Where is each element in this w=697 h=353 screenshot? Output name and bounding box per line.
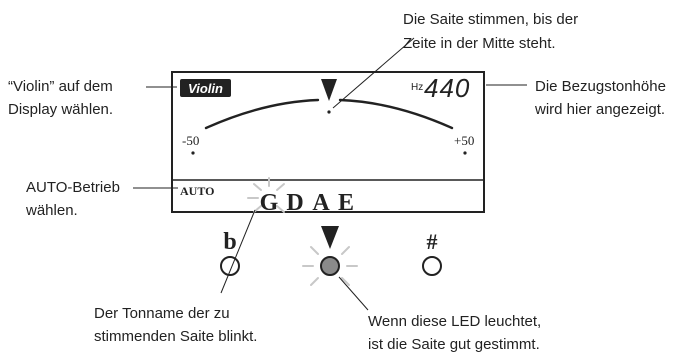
note-letters: G D A E xyxy=(260,190,354,216)
leader-blink xyxy=(220,209,256,294)
sharp-symbol-icon: # xyxy=(427,229,438,254)
scale-left-label: -50 xyxy=(182,133,199,148)
annotation-top-line2: Zeite in der Mitte steht. xyxy=(403,35,556,52)
leader-top xyxy=(332,37,415,109)
annotation-blink-line1: Der Tonname der zu xyxy=(94,305,230,322)
leader-led xyxy=(338,276,369,311)
annotation-auto-line1: AUTO-Betrieb xyxy=(26,179,120,196)
center-led-arrow-icon xyxy=(321,226,339,249)
annotation-blink-line2: stimmenden Saite blinkt. xyxy=(94,328,257,345)
annotation-violin-line2: Display wählen. xyxy=(8,101,113,118)
annotation-reference-line2: wird hier angezeigt. xyxy=(534,101,665,118)
hz-value: 440 xyxy=(424,73,470,103)
meter-center-dot xyxy=(327,110,331,114)
annotation-led-line1: Wenn diese LED leuchtet, xyxy=(368,313,541,330)
annotation-top-line1: Die Saite stimmen, bis der xyxy=(403,11,578,28)
violin-badge xyxy=(180,79,231,97)
note-a: A xyxy=(312,190,330,216)
center-indicator-icon xyxy=(321,79,337,101)
lcd-display-frame xyxy=(171,71,485,213)
auto-label: AUTO xyxy=(180,184,214,198)
note-d: D xyxy=(286,190,303,216)
note-g: G xyxy=(260,190,279,216)
annotation-reference-line1: Die Bezugstonhöhe xyxy=(535,78,666,95)
center-led-glow-icon xyxy=(302,246,358,286)
center-led xyxy=(320,256,340,276)
sharp-led xyxy=(422,256,442,276)
meter-arc-left xyxy=(204,98,320,130)
scale-left-dot xyxy=(191,151,195,155)
annotation-violin-line1: “Violin” auf dem xyxy=(8,78,113,95)
meter-arc-right xyxy=(338,98,454,130)
scale-right-dot xyxy=(463,151,467,155)
flat-symbol-icon: b xyxy=(223,229,236,255)
annotation-auto-line2: wählen. xyxy=(25,202,78,219)
leader-lines xyxy=(133,37,527,311)
note-e: E xyxy=(338,190,354,216)
blink-glow-icon xyxy=(247,177,285,213)
scale-right-label: +50 xyxy=(454,133,474,148)
hz-label: Hz xyxy=(411,82,423,93)
violin-badge-label: Violin xyxy=(188,81,223,96)
annotation-led-line2: ist die Saite gut gestimmt. xyxy=(368,336,540,353)
flat-led xyxy=(220,256,240,276)
